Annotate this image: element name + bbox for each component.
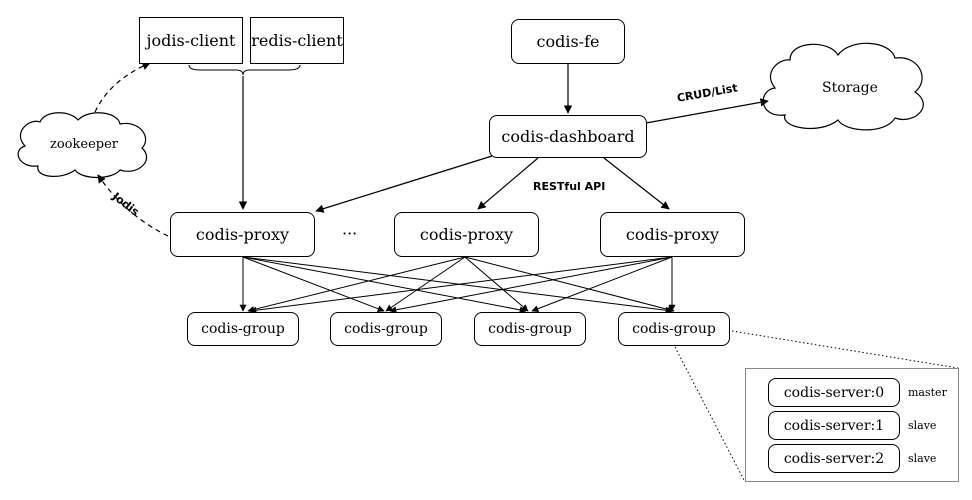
redis-client-box: redis-client — [250, 17, 344, 64]
redis-client-label: redis-client — [251, 31, 343, 50]
group-detail-panel: codis-server:0 master codis-server:1 sla… — [745, 368, 959, 482]
server-role-label: slave — [908, 452, 937, 465]
codis-fe-box: codis-fe — [511, 19, 625, 64]
dashboard-to-proxy-1-arrow — [315, 155, 493, 213]
codis-dashboard-box: codis-dashboard — [489, 115, 647, 158]
proxy-ellipsis: ··· — [342, 224, 358, 243]
codis-group-box-2: codis-group — [330, 312, 442, 346]
codis-fe-label: codis-fe — [536, 32, 600, 51]
dashboard-to-proxy-3-arrow — [603, 157, 670, 210]
codis-proxy-label: codis-proxy — [625, 225, 720, 244]
storage-label: Storage — [822, 80, 878, 96]
zookeeper-to-jodis-client-dashed — [94, 62, 151, 113]
server-role-label: slave — [908, 419, 937, 432]
zoom-line-bottom — [674, 346, 746, 483]
restful-api-label: RESTful API — [533, 180, 606, 193]
dashboard-to-storage-arrow — [645, 98, 769, 124]
codis-group-box-1: codis-group — [187, 312, 299, 346]
codis-group-label: codis-group — [344, 321, 428, 337]
codis-proxy-label: codis-proxy — [419, 225, 514, 244]
zookeeper-label: zookeeper — [50, 137, 118, 152]
codis-proxy-box-3: codis-proxy — [600, 212, 745, 257]
codis-group-label: codis-group — [488, 321, 572, 337]
clients-brace — [188, 64, 301, 76]
codis-proxy-label: codis-proxy — [195, 225, 290, 244]
server-role-label: master — [908, 386, 947, 399]
proxy-to-zookeeper-dashed — [97, 174, 169, 237]
zoom-line-top — [731, 330, 959, 369]
codis-proxy-box-2: codis-proxy — [394, 212, 539, 257]
codis-server-label: codis-server:2 — [783, 450, 885, 467]
codis-server-label: codis-server:0 — [783, 384, 885, 401]
codis-proxy-box-1: codis-proxy — [170, 212, 315, 257]
codis-group-box-4: codis-group — [618, 312, 730, 346]
codis-server-box-2: codis-server:2 — [768, 444, 900, 473]
dashboard-to-proxy-2-arrow — [477, 157, 539, 210]
proxy-to-group-arrows — [239, 256, 676, 314]
codis-server-box-1: codis-server:1 — [768, 411, 900, 440]
codis-group-box-3: codis-group — [474, 312, 586, 346]
codis-server-box-0: codis-server:0 — [768, 378, 900, 407]
codis-group-label: codis-group — [632, 321, 716, 337]
zookeeper-cloud — [17, 112, 148, 179]
codis-server-label: codis-server:1 — [783, 417, 885, 434]
jodis-client-label: jodis-client — [146, 31, 236, 50]
codis-group-label: codis-group — [201, 321, 285, 337]
jodis-client-box: jodis-client — [139, 17, 243, 64]
codis-dashboard-label: codis-dashboard — [501, 127, 635, 146]
